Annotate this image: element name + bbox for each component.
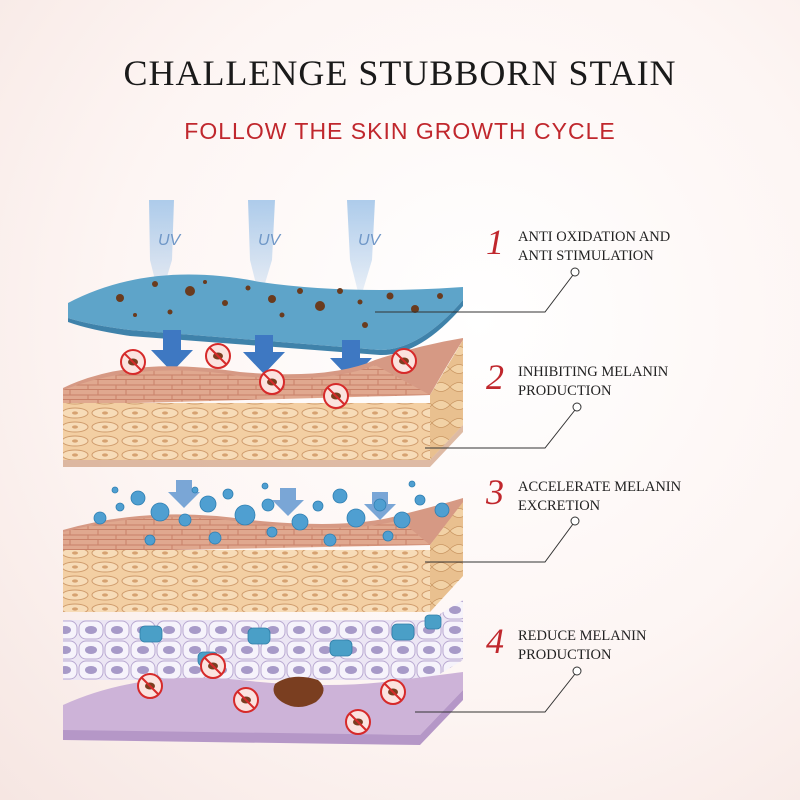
uv-label-3: UV <box>358 232 382 249</box>
step-number: 3 <box>486 472 504 512</box>
step-text: ANTI OXIDATION AND ANTI STIMULATION <box>518 229 671 264</box>
step-1: 1 ANTI OXIDATION AND ANTI STIMULATION <box>486 224 786 284</box>
penetration-arrows <box>151 330 372 380</box>
blocked-melanin-icon <box>137 673 163 699</box>
uv-label-1: UV <box>158 232 182 249</box>
blocked-melanin-icon <box>323 383 349 409</box>
blocked-melanin-icon <box>205 343 231 369</box>
layer-dermis <box>63 672 463 745</box>
callout-dots <box>570 267 582 676</box>
uv-label-2: UV <box>258 232 282 249</box>
blocked-melanin-icon <box>233 687 259 713</box>
blocked-melanin-icon <box>391 348 417 374</box>
melanin-bubbles <box>93 480 450 547</box>
step-3: 3 ACCELERATE MELANIN EXCRETION <box>486 474 786 534</box>
step-text: REDUCE MELANIN PRODUCTION <box>518 628 647 663</box>
step-number: 4 <box>486 621 504 661</box>
page-title: CHALLENGE STUBBORN STAIN <box>123 53 677 93</box>
step-number: 1 <box>486 222 504 262</box>
uv-beams <box>149 200 375 300</box>
step-text: INHIBITING MELANIN PRODUCTION <box>518 364 669 399</box>
blocked-melanin-icon <box>380 679 406 705</box>
layer-skin-3 <box>63 498 463 612</box>
step-text: ACCELERATE MELANIN EXCRETION <box>518 479 682 514</box>
blocked-melanin-icon <box>259 369 285 395</box>
blocked-melanin-icon <box>345 709 371 735</box>
step-4: 4 REDUCE MELANIN PRODUCTION <box>486 623 786 683</box>
blocked-melanin-icon <box>120 349 146 375</box>
blocked-melanin-icon <box>200 653 226 679</box>
step-2: 2 INHIBITING MELANIN PRODUCTION <box>486 359 786 419</box>
callout-lines <box>375 274 576 713</box>
step-number: 2 <box>486 357 504 397</box>
page-subtitle: FOLLOW THE SKIN GROWTH CYCLE <box>184 118 616 144</box>
